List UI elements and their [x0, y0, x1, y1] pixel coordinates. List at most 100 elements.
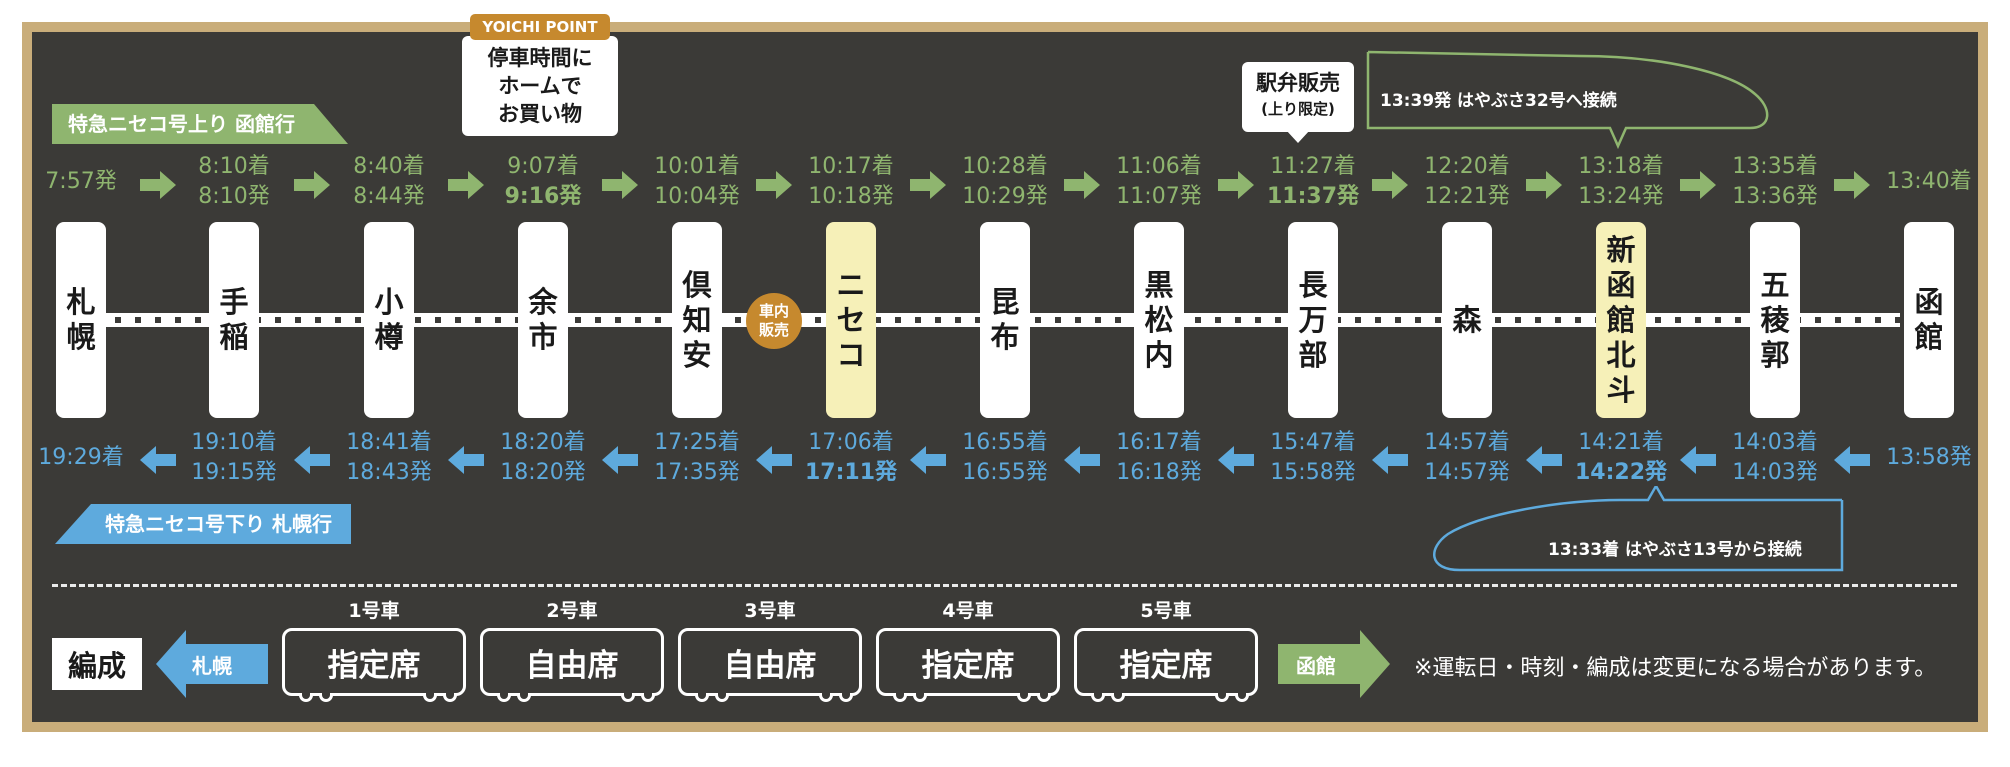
car-wheel [497, 693, 511, 702]
station-name-char: 函 [1606, 267, 1636, 302]
ekiben-callout: 駅弁販売 (上り限定) [1242, 62, 1354, 132]
down-time: 15:58発 [1270, 460, 1356, 485]
car-wheel [715, 693, 729, 702]
car-5: 指定席 [1074, 628, 1258, 702]
car-wheel [1091, 693, 1105, 702]
down-time: 18:20着 [500, 430, 586, 455]
car-4: 指定席 [876, 628, 1060, 702]
car-wheel [443, 693, 457, 702]
station-name-char: 五 [1760, 267, 1790, 302]
up-time: 8:10発 [198, 184, 270, 209]
yoichi-point-callout: YOICHI POINT 停車時間に ホームで お買い物 [462, 14, 618, 136]
down-arrow [1372, 446, 1408, 474]
station-name-char: 万 [1298, 302, 1328, 337]
yoichi-line-2: ホームで [498, 74, 582, 98]
car-wheel [913, 693, 927, 702]
station-name-char: 部 [1298, 337, 1328, 372]
up-arrow [1372, 171, 1408, 199]
car-wheel [319, 693, 333, 702]
station-name-char: 布 [990, 320, 1020, 354]
car-seat-type: 自由席 [525, 647, 619, 684]
car-wheel [819, 693, 833, 702]
sapporo-direction-arrow [156, 630, 268, 698]
down-time: 14:22発 [1574, 460, 1668, 485]
down-times-10: 14:21着 14:22発 [1561, 428, 1681, 488]
station-10: 新函館北斗 [1596, 222, 1646, 418]
up-time: 8:10着 [198, 154, 270, 179]
up-shinkansen-outline [1366, 50, 1769, 150]
down-time: 17:11発 [804, 460, 898, 485]
in-car-sales-line-1: 車内 [758, 302, 789, 320]
car-wheel [1017, 693, 1031, 702]
down-time: 16:55着 [962, 430, 1048, 455]
yoichi-line-3: お買い物 [498, 102, 582, 126]
up-time: 12:21発 [1424, 184, 1510, 209]
down-time: 16:18発 [1116, 460, 1202, 485]
down-direction-text: 特急ニセコ号下り 札幌行 [105, 512, 332, 536]
station-name-char: 郭 [1760, 337, 1790, 372]
car-wheel [1235, 693, 1249, 702]
station-8: 長万部 [1288, 222, 1338, 418]
car-wheel [839, 693, 853, 702]
up-arrow [448, 171, 484, 199]
car-wheel [1215, 693, 1229, 702]
down-time: 14:03発 [1732, 460, 1818, 485]
up-time: 13:35着 [1732, 154, 1818, 179]
down-time: 14:57発 [1424, 460, 1510, 485]
down-time: 14:57着 [1424, 430, 1510, 455]
down-arrow [910, 446, 946, 474]
down-arrow [602, 446, 638, 474]
down-time: 14:21着 [1578, 430, 1664, 455]
down-times-12: 13:58発 [1869, 443, 1989, 473]
up-arrow [1680, 171, 1716, 199]
station-name-char: 館 [1606, 302, 1636, 337]
car-number: 5号車 [1140, 600, 1192, 622]
up-time: 8:40着 [353, 154, 425, 179]
car-seat-type: 自由席 [723, 647, 817, 684]
station-name-char: 手 [219, 285, 249, 319]
down-time: 16:55発 [962, 460, 1048, 485]
car-wheel [695, 693, 709, 702]
up-time: 10:04発 [654, 184, 740, 209]
down-time: 19:10着 [191, 430, 277, 455]
car-wheel [893, 693, 907, 702]
station-name-char: 斗 [1606, 372, 1636, 407]
station-name-char: 新 [1606, 232, 1636, 267]
down-time: 19:15発 [191, 460, 277, 485]
car-number: 1号車 [348, 600, 400, 622]
car-2: 自由席 [480, 628, 664, 702]
sapporo-direction-text: 札幌 [192, 654, 232, 678]
station-name-char: 黒 [1144, 267, 1174, 302]
up-time: 10:17着 [808, 154, 894, 179]
down-arrow [1218, 446, 1254, 474]
station-name-char: 内 [1144, 337, 1174, 372]
down-times-1: 19:10着 19:15発 [174, 428, 294, 488]
down-times-6: 16:55着 16:55発 [945, 428, 1065, 488]
up-time: 11:37発 [1266, 184, 1360, 209]
station-name-char: 北 [1606, 337, 1636, 372]
down-arrow [1064, 446, 1100, 474]
down-connection-text: 13:33着 はやぶさ13号から接続 [1548, 540, 1802, 560]
car-wheel [423, 693, 437, 702]
up-time: 9:16発 [504, 184, 582, 209]
station-name-char: 安 [682, 337, 712, 372]
station-name-char: セ [836, 302, 866, 337]
station-name-char: 函 [1914, 285, 1944, 319]
car-seat-type: 指定席 [327, 647, 421, 684]
up-time: 11:07発 [1116, 184, 1202, 209]
station-name-char: 市 [528, 320, 558, 354]
station-name-char: 小 [374, 285, 404, 319]
station-12: 函館 [1904, 222, 1954, 418]
hakodate-direction-arrow [1278, 630, 1390, 698]
station-name-char: 稲 [219, 320, 249, 354]
up-direction-text: 特急ニセコ号上り 函館行 [68, 112, 295, 136]
station-7: 黒松内 [1134, 222, 1184, 418]
in-car-sales-line-2: 販売 [758, 321, 789, 339]
